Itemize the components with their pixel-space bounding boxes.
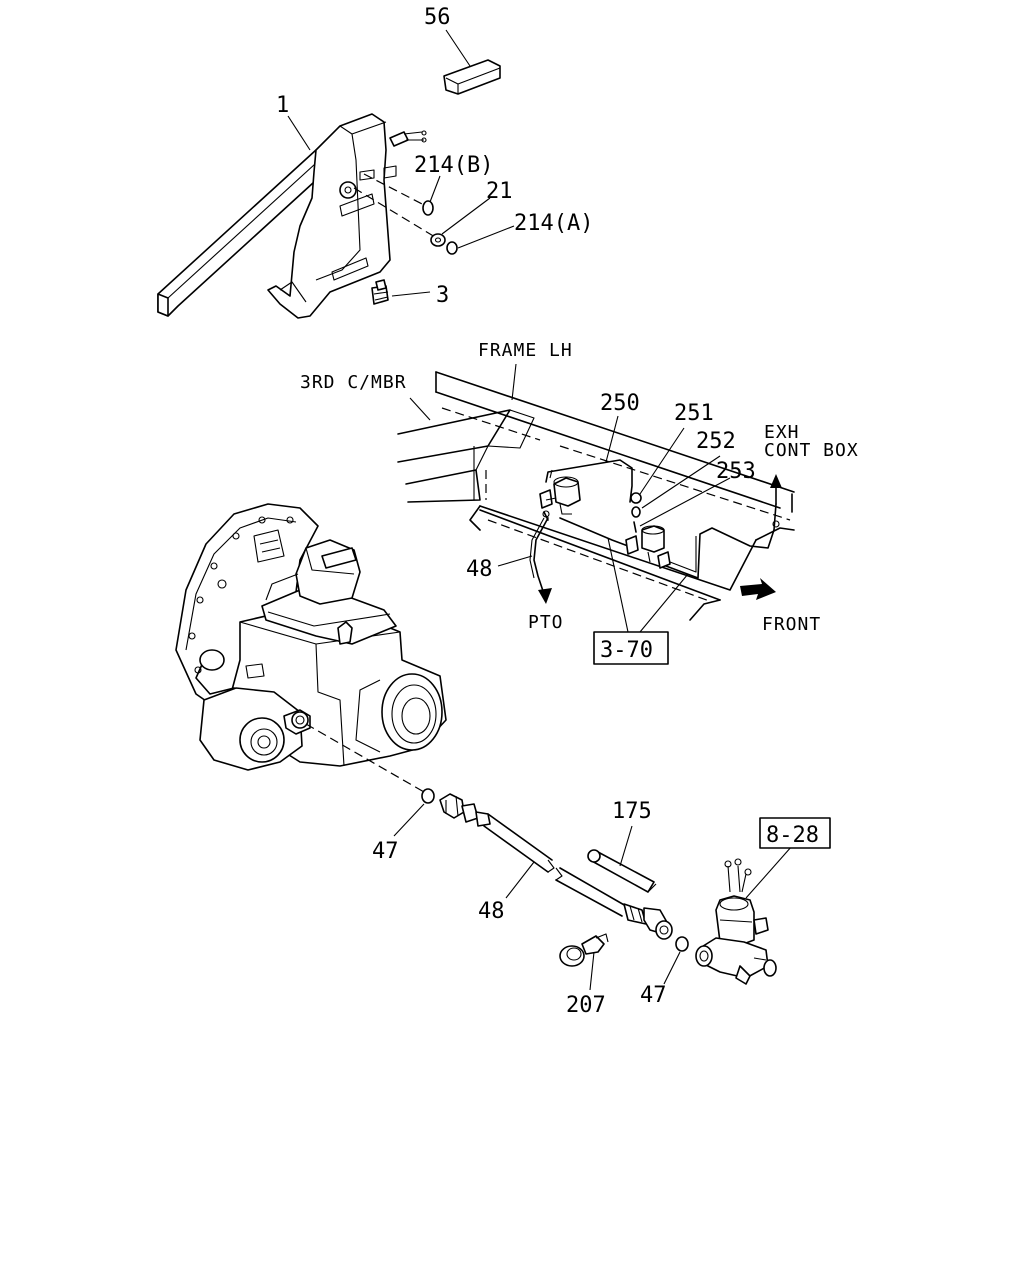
leader-56 (445, 29, 471, 67)
leader-47-left (393, 803, 425, 837)
leader-3-70-b (639, 573, 689, 633)
leader-48-top (497, 555, 533, 567)
leader-251 (639, 427, 685, 495)
part-252-fitting (631, 506, 641, 518)
front-arrow (740, 578, 776, 600)
leader-48-bottom (505, 861, 535, 899)
pin-axis-2 (363, 173, 427, 207)
label-3rd-cmbr: 3RD C/MBR (300, 372, 407, 393)
label-ref-3-70: 3-70 (600, 638, 653, 663)
frame-lh (435, 371, 795, 621)
drive-axis (305, 723, 425, 793)
part-56-cover (443, 59, 501, 95)
leader-253 (639, 477, 731, 527)
third-crossmember (397, 409, 535, 503)
pin-axis (353, 187, 441, 241)
speed-sensor-8-28 (695, 858, 777, 985)
leader-21 (441, 197, 491, 235)
label-47-right: 47 (640, 983, 667, 1008)
label-frame-lh: FRAME LH (478, 340, 573, 361)
part-48-pto-line (529, 517, 552, 604)
part-214a-clip (446, 241, 458, 255)
label-3: 3 (436, 283, 449, 308)
label-1: 1 (276, 93, 289, 118)
label-47-left: 47 (372, 839, 399, 864)
label-252: 252 (696, 429, 736, 454)
label-175: 175 (612, 799, 652, 824)
label-207: 207 (566, 993, 606, 1018)
leader-8-28 (745, 845, 793, 899)
part-48-cable (439, 793, 673, 940)
leader-175 (619, 825, 633, 867)
leader-250 (605, 415, 619, 463)
leader-207 (589, 951, 595, 991)
leader-47-right (663, 951, 681, 985)
part-250-pipe (545, 459, 777, 579)
label-56: 56 (424, 5, 451, 30)
part-207-clamp (559, 933, 609, 967)
transmission (175, 503, 447, 771)
ref-box-3-70 (593, 631, 669, 665)
part-47-oring-right (675, 936, 689, 952)
exh-cont-box-arrow (770, 474, 782, 528)
part-175-sleeve (587, 849, 657, 893)
label-48-top: 48 (466, 557, 493, 582)
label-48-bottom: 48 (478, 899, 505, 924)
label-front: FRONT (762, 614, 821, 635)
label-pto: PTO (528, 612, 564, 633)
part-21-washer (430, 233, 446, 247)
leader-frame-lh (511, 363, 517, 401)
label-251: 251 (674, 401, 714, 426)
label-250: 250 (600, 391, 640, 416)
leader-214b (429, 175, 441, 203)
part-3-bolt (371, 279, 389, 305)
label-214b: 214(B) (414, 153, 493, 178)
leader-3rd-cmbr (409, 397, 431, 421)
part-251-nut (630, 492, 642, 504)
label-253: 253 (716, 459, 756, 484)
leader-3 (391, 291, 431, 297)
label-exh: EXH (764, 422, 800, 443)
solenoid-valve-left (539, 476, 581, 521)
leader-214a (457, 225, 515, 249)
part-253-seal (633, 521, 637, 533)
part-1-lever-bracket (157, 113, 427, 319)
label-ref-8-28: 8-28 (766, 823, 819, 848)
leader-3-70-a (607, 537, 629, 633)
leader-1 (287, 115, 311, 151)
part-214b-clip (422, 200, 434, 216)
label-21: 21 (486, 179, 513, 204)
leader-252 (641, 455, 721, 509)
label-cont-box: CONT BOX (764, 440, 859, 461)
solenoid-valve-right (625, 525, 671, 569)
ref-box-8-28 (759, 817, 831, 849)
label-214a: 214(A) (514, 211, 593, 236)
part-47-oring-left (421, 788, 435, 804)
